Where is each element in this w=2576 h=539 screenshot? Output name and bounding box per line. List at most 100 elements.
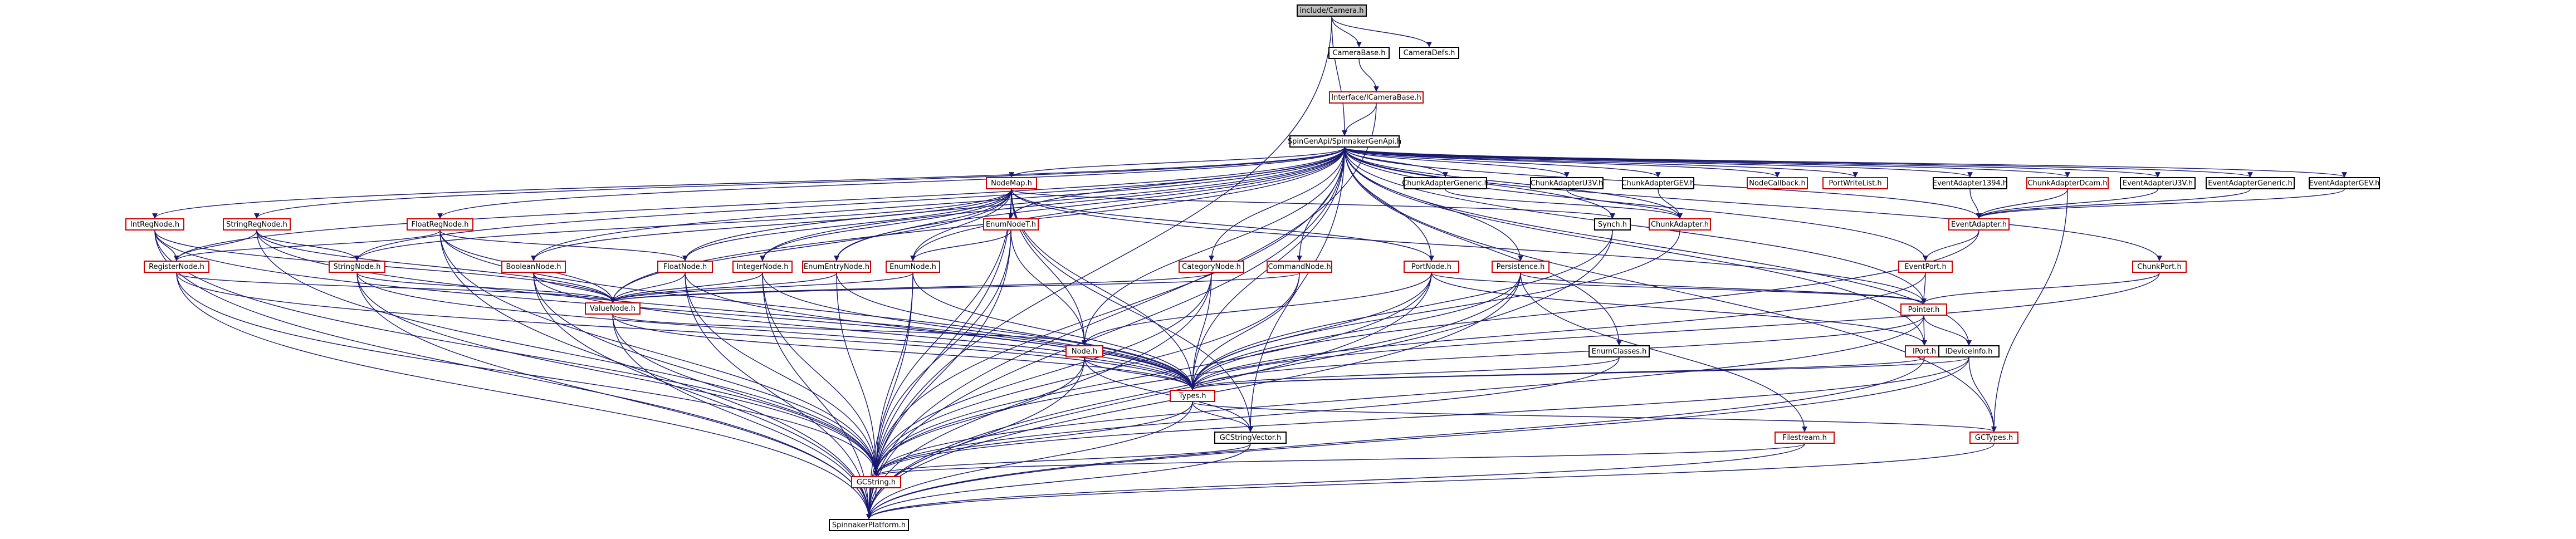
edge-chunkport-to-pointer <box>1921 272 2160 304</box>
node-label: EventAdapterGeneric.h <box>2208 179 2293 188</box>
node-genapi[interactable]: SpinGenApi/SpinnakerGenApi.h <box>1288 135 1401 148</box>
edge-ea1394-to-eventadapter <box>1969 189 1982 219</box>
node-eventport[interactable]: EventPort.h <box>1898 261 1953 273</box>
edge-camera-to-genapi <box>1331 16 1347 136</box>
node-label: FloatNode.h <box>663 262 707 271</box>
node-label: Node.h <box>1071 347 1098 356</box>
node-label: SpinnakerPlatform.h <box>832 521 906 530</box>
node-eadcam[interactable]: ChunkAdapterDcam.h <box>2026 177 2109 189</box>
node-intreg[interactable]: IntRegNode.h <box>125 218 184 231</box>
node-label: Types.h <box>1179 391 1206 400</box>
node-stringreg[interactable]: StringRegNode.h <box>223 218 291 231</box>
node-gcstring[interactable]: GCString.h <box>851 476 901 488</box>
edge-valuenode-to-types <box>612 314 1195 390</box>
edge-types-to-gcstringvector <box>1192 401 1253 432</box>
node-synch[interactable]: Synch.h <box>1594 218 1631 231</box>
node-label: ChunkAdapter.h <box>1650 220 1709 229</box>
node-camera[interactable]: include/Camera.h <box>1297 4 1367 17</box>
edge-node-to-gcstringvector <box>1084 357 1253 432</box>
edge-eageneric-to-eventadapter <box>1976 189 2251 219</box>
node-registernode[interactable]: RegisterNode.h <box>144 261 209 273</box>
edge-eventadapter-to-eventport <box>1923 230 1979 261</box>
node-enumentry[interactable]: EnumEntryNode.h <box>802 261 871 273</box>
edge-genapi-to-pointer <box>1344 147 1927 304</box>
node-enumclasses[interactable]: EnumClasses.h <box>1588 345 1650 357</box>
edge-valuenode-to-gcstring <box>612 314 879 477</box>
node-label: ChunkAdapterU3V.h <box>1530 179 1604 188</box>
edge-stringreg-to-registernode <box>174 230 257 261</box>
edge-genapi-to-enumnodet <box>1008 147 1345 219</box>
edge-categorynode-to-gcstring <box>873 272 1212 477</box>
node-pointer[interactable]: Pointer.h <box>1900 303 1947 316</box>
node-chunkgev[interactable]: ChunkAdapterGEV.h <box>1622 177 1694 189</box>
node-eventadapter[interactable]: EventAdapter.h <box>1948 218 2010 231</box>
node-floatnode[interactable]: FloatNode.h <box>657 261 713 273</box>
node-types[interactable]: Types.h <box>1170 390 1215 402</box>
node-label: ChunkAdapterGEV.h <box>1621 179 1695 188</box>
node-persistence[interactable]: Persistence.h <box>1492 261 1549 273</box>
edge-enumnode-to-valuenode <box>610 272 913 303</box>
edge-genapi-to-enumnode <box>910 147 1345 261</box>
node-gctypes[interactable]: GCTypes.h <box>1969 432 2018 444</box>
node-valuenode[interactable]: ValueNode.h <box>585 302 641 315</box>
edge-booleannode-to-valuenode <box>533 272 615 303</box>
node-label: EnumEntryNode.h <box>803 262 870 271</box>
edge-registernode-to-platform <box>176 272 872 520</box>
edge-genapi-to-gctypes <box>1344 147 1997 432</box>
node-enumnodet[interactable]: EnumNodeT.h <box>983 218 1039 231</box>
node-booleannode[interactable]: BooleanNode.h <box>501 261 566 273</box>
edge-integernode-to-valuenode <box>610 272 763 303</box>
edge-camera-to-camerabase <box>1331 16 1362 47</box>
edge-commandnode-to-types <box>1190 272 1300 390</box>
node-nodemap[interactable]: NodeMap.h <box>986 177 1037 189</box>
node-label: Pointer.h <box>1908 305 1940 314</box>
node-label: CameraDefs.h <box>1403 48 1455 57</box>
edge-commandnode-to-valuenode <box>610 272 1300 303</box>
node-portnode[interactable]: PortNode.h <box>1404 261 1459 273</box>
node-eageneric[interactable]: EventAdapterGeneric.h <box>2206 177 2295 189</box>
edge-gcstring-to-platform <box>866 488 877 520</box>
node-label: StringRegNode.h <box>226 220 287 229</box>
node-ea1394[interactable]: EventAdapter1394.h <box>1933 177 2007 189</box>
node-label: EventAdapterGEV.h <box>2309 179 2380 188</box>
node-platform[interactable]: SpinnakerPlatform.h <box>829 519 909 531</box>
node-filestream[interactable]: Filestream.h <box>1775 432 1835 444</box>
node-nodecallback[interactable]: NodeCallback.h <box>1747 177 1808 189</box>
edge-eagev-to-eventadapter <box>1976 189 2345 219</box>
node-chunkport[interactable]: ChunkPort.h <box>2132 261 2187 273</box>
edge-stringnode-to-types <box>356 272 1195 390</box>
edge-icamerabase-to-platform <box>866 103 1377 520</box>
node-stringnode[interactable]: StringNode.h <box>329 261 385 273</box>
node-label: CategoryNode.h <box>1182 262 1241 271</box>
edge-valuenode-to-platform <box>612 314 872 520</box>
edge-enumnode-to-platform <box>866 272 913 520</box>
node-label: Synch.h <box>1598 220 1627 229</box>
node-chunkadapter[interactable]: ChunkAdapter.h <box>1649 218 1711 231</box>
edge-genapi-to-intreg <box>152 147 1345 219</box>
node-eau3v[interactable]: EventAdapterU3V.h <box>2120 177 2196 189</box>
node-integernode[interactable]: IntegerNode.h <box>732 261 793 273</box>
node-cameradefs[interactable]: CameraDefs.h <box>1399 47 1459 59</box>
node-commandnode[interactable]: CommandNode.h <box>1267 261 1332 273</box>
node-enumnode[interactable]: EnumNode.h <box>886 261 940 273</box>
edge-nodemap-to-integernode <box>760 189 1012 261</box>
edge-floatreg-to-floatnode <box>439 230 688 261</box>
edge-genapi-to-floatnode <box>682 147 1345 261</box>
node-gcstringvector[interactable]: GCStringVector.h <box>1214 432 1287 444</box>
node-chunkgeneric[interactable]: ChunkAdapterGeneric.h <box>1402 177 1489 189</box>
edge-enumnodet-to-enumnode <box>910 230 1011 261</box>
edge-portnode-to-platform <box>866 272 1432 520</box>
edge-genapi-to-registernode <box>174 147 1345 261</box>
node-icamerabase[interactable]: Interface/ICameraBase.h <box>1329 91 1424 104</box>
node-eagev[interactable]: EventAdapterGEV.h <box>2309 177 2380 189</box>
node-label: PortNode.h <box>1411 262 1452 271</box>
node-idevice[interactable]: IDeviceInfo.h <box>1938 345 2000 357</box>
node-portwritelist[interactable]: PortWriteList.h <box>1822 177 1888 189</box>
edge-booleannode-to-types <box>533 272 1195 390</box>
node-floatreg[interactable]: FloatRegNode.h <box>407 218 473 231</box>
node-node[interactable]: Node.h <box>1065 345 1103 357</box>
node-chunku3v[interactable]: ChunkAdapterU3V.h <box>1530 177 1604 189</box>
node-camerabase[interactable]: CameraBase.h <box>1328 47 1390 59</box>
node-categorynode[interactable]: CategoryNode.h <box>1179 261 1244 273</box>
edge-genapi-to-integernode <box>760 147 1345 261</box>
